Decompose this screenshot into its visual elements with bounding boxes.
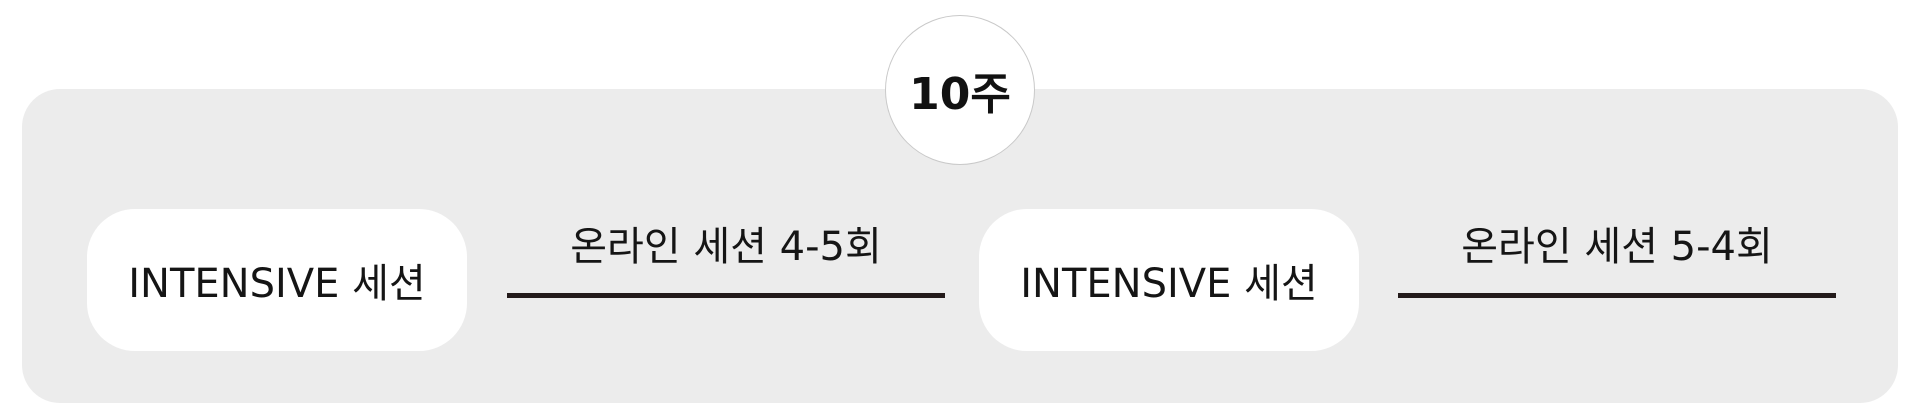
intensive-session-label: INTENSIVE 세션 [1020, 261, 1318, 307]
intensive-session-2: INTENSIVE 세션 [979, 209, 1359, 351]
online-session-underline [1398, 293, 1836, 298]
intensive-session-label: INTENSIVE 세션 [128, 261, 426, 307]
online-session-label: 온라인 세션 4-5회 [570, 224, 882, 270]
online-session-underline [507, 293, 945, 298]
online-session-label: 온라인 세션 5-4회 [1461, 224, 1773, 270]
duration-label: 10주 [909, 69, 1011, 120]
intensive-session-1: INTENSIVE 세션 [87, 209, 467, 351]
online-session-2: 온라인 세션 5-4회 [1398, 210, 1836, 300]
duration-badge: 10주 [885, 15, 1035, 165]
online-session-1: 온라인 세션 4-5회 [507, 210, 945, 300]
